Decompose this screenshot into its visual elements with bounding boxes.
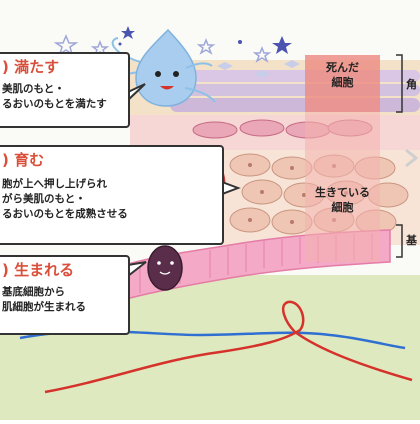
- living-cells-line2: 細胞: [331, 201, 354, 214]
- horny-bracket: [396, 54, 403, 113]
- living-cells-line1: 生きている: [315, 186, 370, 199]
- callout-fill: ) 満たす 美肌のもと・ るおいのもとを満たす: [0, 52, 130, 128]
- callout-born-line1: 基底細胞から: [2, 286, 65, 298]
- water-drop-character-icon: [108, 28, 216, 107]
- sparkle-icon: [217, 60, 300, 78]
- callout-born-title: ) 生まれる: [2, 261, 75, 279]
- callout-grow-line1: 胞が上へ押し上げられ: [2, 178, 107, 190]
- red-vessel: [44, 300, 413, 394]
- callout-grow-line3: るおいのもとを成熟させる: [2, 208, 128, 220]
- chevron-right-icon: [405, 148, 419, 168]
- dead-cells-line1: 死んだ: [326, 61, 359, 74]
- basal-bracket: [396, 224, 403, 258]
- dead-cells-line2: 細胞: [331, 76, 354, 89]
- horny-layer-side-label: 角: [406, 78, 417, 91]
- dead-cells-band: [305, 55, 380, 112]
- callout-fill-line2: るおいのもとを満たす: [2, 98, 107, 110]
- basal-layer-side-label: 基: [406, 234, 417, 247]
- callout-grow-title: ) 育む: [2, 151, 45, 169]
- callout-fill-title: ) 満たす: [2, 58, 60, 76]
- living-cells-label: 生きている 細胞: [305, 185, 380, 215]
- callout-born-line2: 肌細胞が生まれる: [2, 301, 86, 313]
- basal-cell-character-icon: [147, 245, 183, 291]
- callout-grow: ) 育む 胞が上へ押し上げられ がら美肌のもと・ るおいのもとを成熟させる: [0, 145, 224, 245]
- living-cells-band: [305, 112, 380, 262]
- callout-grow-line2: がら美肌のもと・: [2, 193, 86, 205]
- callout-born: ) 生まれる 基底細胞から 肌細胞が生まれる: [0, 255, 130, 335]
- callout-fill-line1: 美肌のもと・: [2, 83, 65, 95]
- dead-cells-label: 死んだ 細胞: [305, 60, 380, 90]
- sparkle-icon: [118, 26, 292, 54]
